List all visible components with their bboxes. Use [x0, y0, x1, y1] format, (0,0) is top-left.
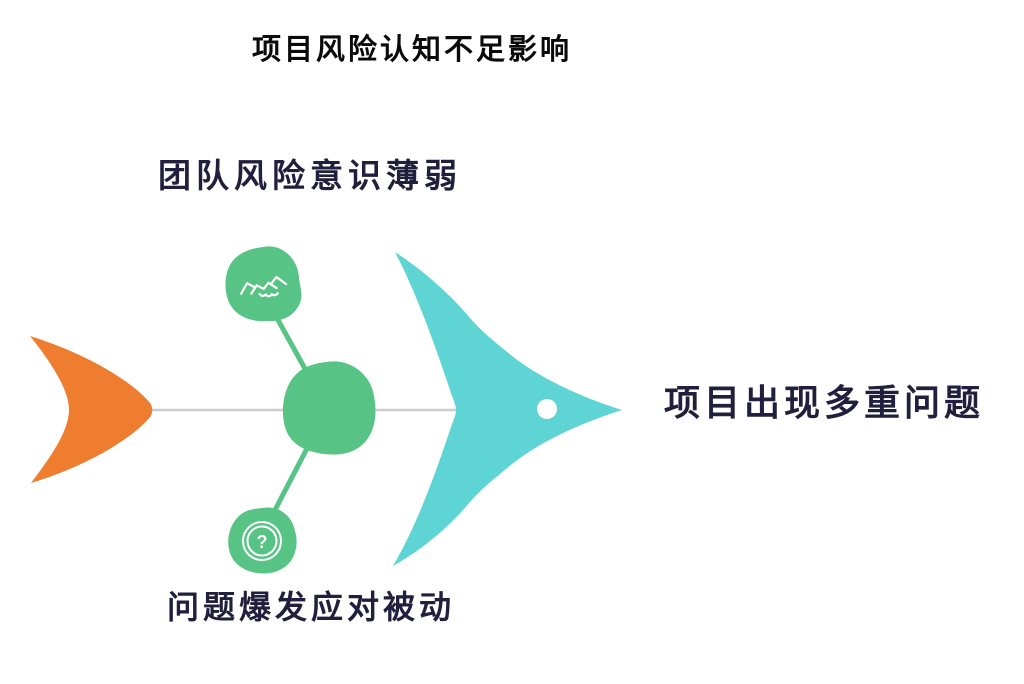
slide-title: 项目风险认知不足影响 [252, 34, 573, 66]
cause-bottom-node-blob [228, 507, 297, 574]
center-node-blob [282, 361, 376, 455]
question-icon: ? [242, 521, 282, 561]
cause-top-label: 团队风险意识薄弱 [158, 157, 462, 194]
fish-head-shape [393, 252, 622, 566]
cause-bottom-label: 问题爆发应对被动 [166, 589, 455, 625]
tail-arrow-shape [30, 336, 153, 483]
handshake-icon [240, 275, 288, 298]
question-glyph: ? [257, 532, 268, 552]
cause-top-node-blob [225, 246, 302, 322]
result-label: 项目出现多重问题 [664, 382, 985, 423]
fish-eye [537, 399, 557, 419]
